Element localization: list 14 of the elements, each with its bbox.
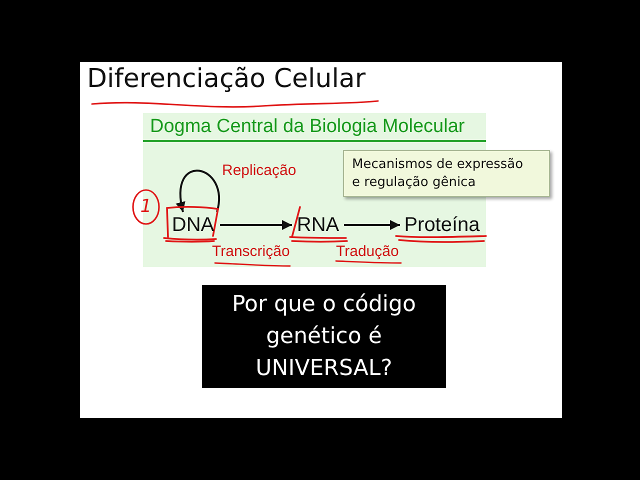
edge-label: Tradução <box>336 243 399 261</box>
note-box: Mecanismos de expressão e regulação gênica <box>343 150 550 197</box>
molecule-label: DNA <box>166 212 220 238</box>
annotation-number: 1 <box>139 195 153 219</box>
edge-label: Replicação <box>222 162 296 180</box>
arrow <box>344 220 400 230</box>
slide-title: Diferenciação Celular <box>87 64 366 94</box>
question-box: Por que o código genético é UNIVERSAL? <box>202 285 446 388</box>
arrow <box>176 170 220 212</box>
panel-heading: Dogma Central da Biologia Molecular <box>150 115 465 139</box>
molecule-label: RNA <box>292 212 344 238</box>
molecule-label: Proteína <box>400 212 484 238</box>
edge-label: Transcrição <box>212 243 290 261</box>
arrow <box>220 220 292 230</box>
